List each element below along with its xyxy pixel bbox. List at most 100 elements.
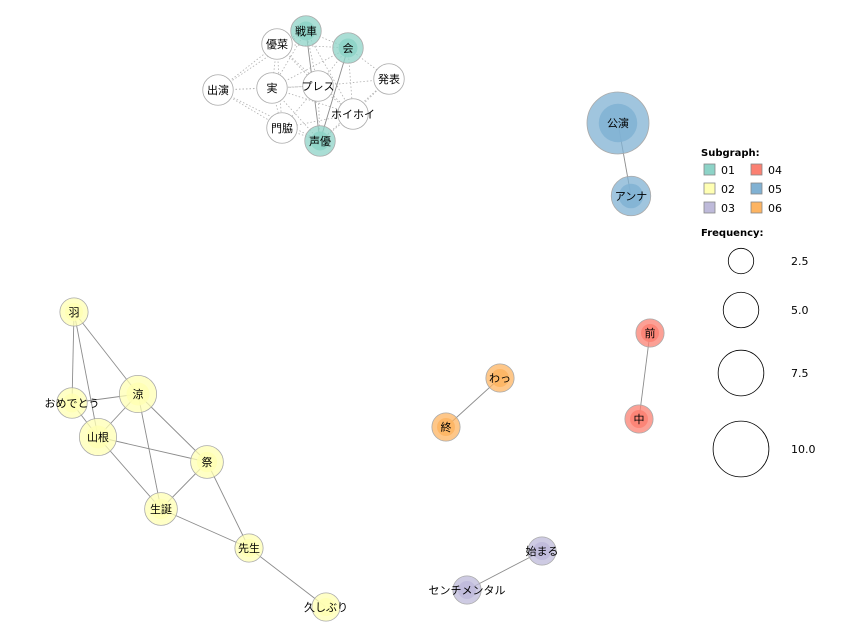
legend-swatch bbox=[703, 163, 716, 176]
node-label: 声優 bbox=[309, 134, 331, 148]
node-core bbox=[196, 451, 218, 473]
node-seitan[interactable]: 生誕 bbox=[144, 492, 178, 526]
node-core bbox=[65, 303, 83, 321]
node-puresu[interactable]: プレス bbox=[302, 70, 335, 102]
legend-swatch-label: 06 bbox=[768, 202, 782, 215]
node-label: 門脇 bbox=[271, 122, 293, 135]
node-circle bbox=[337, 98, 369, 130]
legend-frequency-items: 2.5 5.0 7.5 10.0 bbox=[712, 247, 816, 478]
node-senshas[interactable]: 戦車 bbox=[290, 15, 322, 47]
node-yuusai[interactable]: 優菜 bbox=[261, 28, 293, 60]
node-hoihoi[interactable]: ホイホイ bbox=[331, 98, 375, 130]
node-core bbox=[458, 581, 476, 599]
node-label: 前 bbox=[645, 326, 656, 340]
legend-frequency-5.0: 5.0 bbox=[722, 291, 809, 329]
node-label: ホイホイ bbox=[331, 108, 375, 121]
node-owari[interactable]: 終 bbox=[431, 412, 461, 442]
node-label: 先生 bbox=[238, 541, 260, 555]
legend-size-label: 5.0 bbox=[791, 304, 809, 317]
node-hajimaru[interactable]: 始まる bbox=[526, 536, 559, 566]
legend-size-label: 2.5 bbox=[791, 255, 809, 268]
legend-swatch-label: 05 bbox=[768, 183, 782, 196]
node-core bbox=[296, 21, 316, 41]
node-wa[interactable]: わっ bbox=[485, 363, 515, 393]
node-label: 公演 bbox=[607, 116, 629, 130]
node-label: おめでとう bbox=[45, 397, 100, 410]
legend-swatch bbox=[750, 201, 763, 214]
node-circle bbox=[302, 70, 334, 102]
node-hane[interactable]: 羽 bbox=[59, 297, 89, 327]
legend-subgraph-items: 01 02 03 04 05 06 bbox=[703, 163, 782, 215]
node-core bbox=[338, 38, 358, 58]
node-omedetou[interactable]: おめでとう bbox=[45, 387, 100, 419]
legend-subgraph-05: 05 bbox=[750, 182, 782, 196]
legend-frequency-title: Frequency: bbox=[701, 228, 764, 239]
legend-subgraph-04: 04 bbox=[750, 163, 782, 177]
node-yamane[interactable]: 山根 bbox=[78, 417, 118, 457]
legend-subgraph-title: Subgraph: bbox=[701, 148, 760, 159]
node-core bbox=[598, 103, 638, 143]
node-label: 発表 bbox=[378, 72, 400, 86]
legend-size-circle bbox=[712, 420, 770, 478]
node-kai[interactable]: 会 bbox=[332, 32, 364, 64]
edge-sensei-hisashiburi bbox=[248, 547, 327, 608]
legend-swatch-label: 04 bbox=[768, 164, 782, 177]
node-core bbox=[150, 498, 172, 520]
legend-swatch bbox=[703, 201, 716, 214]
node-label: わっ bbox=[489, 372, 511, 385]
node-seiyuu[interactable]: 声優 bbox=[304, 125, 336, 157]
node-circle bbox=[373, 63, 405, 95]
node-core bbox=[126, 382, 150, 406]
edge-yuusai-puresu bbox=[276, 43, 319, 87]
node-ryou[interactable]: 涼 bbox=[118, 374, 158, 414]
node-anna[interactable]: アンナ bbox=[610, 175, 652, 217]
node-shutsuen[interactable]: 出演 bbox=[202, 74, 234, 106]
legend: Subgraph: 01 02 03 04 05 06 Frequency: 2.5 5.0… bbox=[701, 148, 816, 478]
edge-hane-yamane bbox=[73, 311, 99, 438]
node-label: 優菜 bbox=[266, 38, 288, 51]
legend-swatch-label: 03 bbox=[721, 202, 735, 215]
node-label: 涼 bbox=[133, 387, 144, 401]
node-happyou[interactable]: 発表 bbox=[373, 63, 405, 95]
node-label: プレス bbox=[302, 80, 335, 93]
node-core bbox=[533, 542, 551, 560]
legend-swatch bbox=[750, 163, 763, 176]
node-circle bbox=[202, 74, 234, 106]
node-hisashiburi[interactable]: 久しぶり bbox=[304, 592, 348, 622]
node-label: 始まる bbox=[526, 544, 559, 558]
legend-swatch bbox=[750, 182, 763, 195]
node-label: 実 bbox=[267, 81, 278, 95]
node-kouen[interactable]: 公演 bbox=[586, 91, 650, 155]
edge-shutsuen-seiyuu bbox=[217, 89, 321, 142]
legend-size-label: 7.5 bbox=[791, 367, 809, 380]
node-label: 終 bbox=[441, 420, 452, 434]
node-label: 出演 bbox=[207, 83, 229, 97]
legend-size-circle bbox=[717, 349, 765, 397]
legend-swatch bbox=[703, 182, 716, 195]
node-core bbox=[641, 324, 659, 342]
node-matsuri[interactable]: 祭 bbox=[190, 445, 224, 479]
node-sentimental[interactable]: センチメンタル bbox=[429, 575, 506, 605]
node-label: 羽 bbox=[69, 306, 80, 319]
legend-frequency-7.5: 7.5 bbox=[717, 349, 809, 397]
node-label: センチメンタル bbox=[429, 584, 506, 597]
legend-size-label: 10.0 bbox=[791, 443, 816, 456]
node-core bbox=[437, 418, 455, 436]
node-label: 中 bbox=[634, 413, 645, 426]
legend-size-circle bbox=[727, 247, 755, 275]
node-circle bbox=[256, 72, 288, 104]
node-naka[interactable]: 中 bbox=[624, 404, 654, 434]
legend-subgraph-01: 01 bbox=[703, 163, 735, 177]
node-jitsu[interactable]: 実 bbox=[256, 72, 288, 104]
node-label: 戦車 bbox=[295, 24, 317, 38]
legend-subgraph-02: 02 bbox=[703, 182, 735, 196]
edge-kai-seiyuu bbox=[319, 47, 349, 142]
node-core bbox=[317, 598, 335, 616]
node-monwaki[interactable]: 門脇 bbox=[266, 112, 298, 144]
node-circle bbox=[266, 112, 298, 144]
node-core bbox=[618, 183, 644, 209]
node-mae[interactable]: 前 bbox=[635, 318, 665, 348]
node-sensei[interactable]: 先生 bbox=[234, 533, 264, 563]
